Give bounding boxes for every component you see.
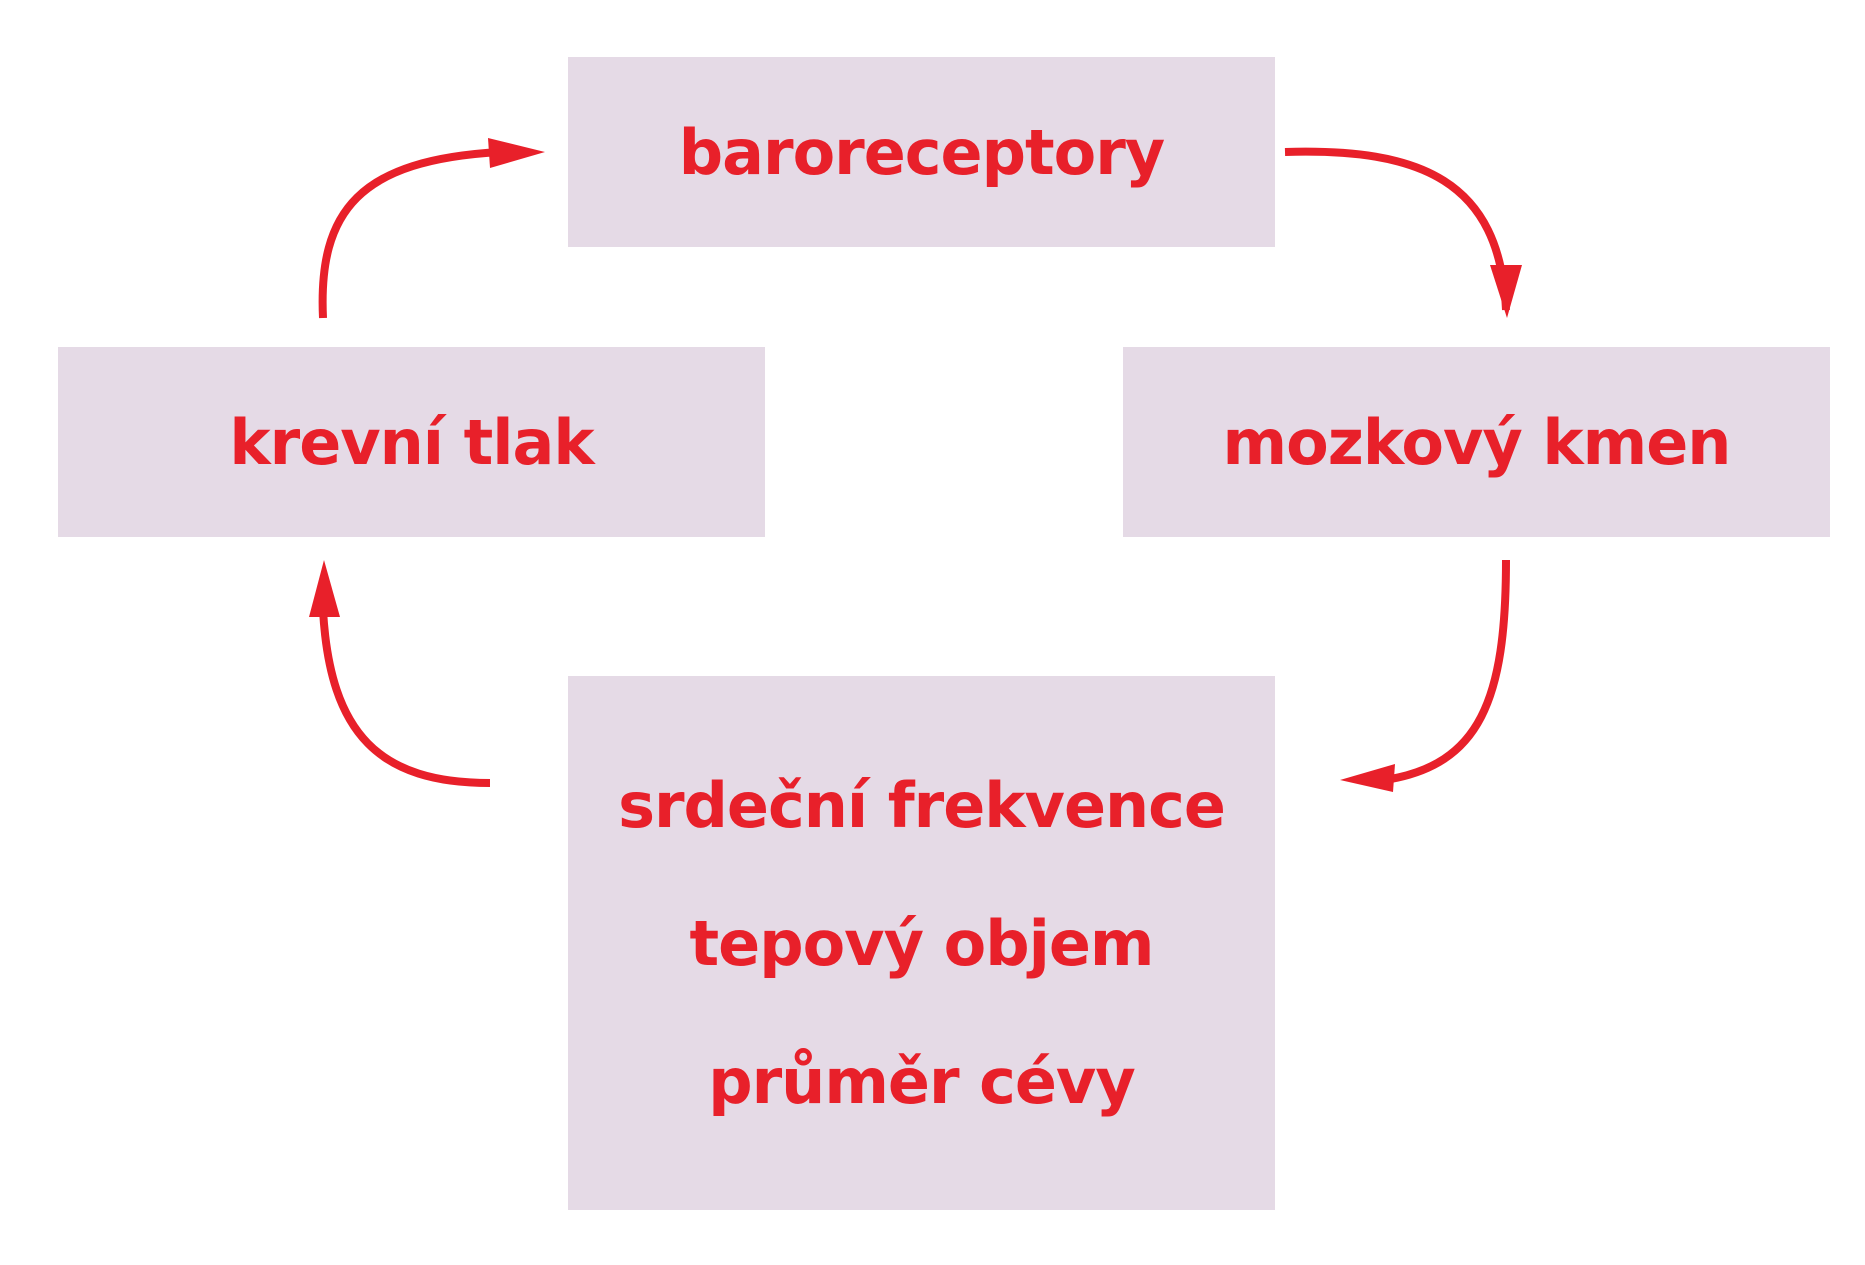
label-mozkovy-kmen: mozkový kmen xyxy=(1222,405,1732,479)
arrow-mozkovy-kmen-to-effectors xyxy=(1384,559,1510,784)
arrowhead-to-krevni-tlak xyxy=(309,560,340,617)
label-baroreceptory: baroreceptory xyxy=(678,115,1165,189)
arrow-effectors-to-krevni-tlak xyxy=(319,609,491,787)
node-krevni-tlak: krevní tlak xyxy=(58,347,765,537)
arrow-krevni-tlak-to-baroreceptory xyxy=(318,148,501,319)
arrowhead-to-mozkovy-kmen xyxy=(1490,265,1522,318)
label-tepovy-objem: tepový objem xyxy=(689,906,1155,980)
node-mozkovy-kmen: mozkový kmen xyxy=(1123,347,1830,537)
arrowhead-to-baroreceptory xyxy=(488,138,545,168)
label-krevni-tlak: krevní tlak xyxy=(229,405,594,479)
node-effectors: srdeční frekvence tepový objem průměr cé… xyxy=(568,676,1275,1210)
arrow-baroreceptory-to-mozkovy-kmen xyxy=(1284,147,1510,311)
node-baroreceptory: baroreceptory xyxy=(568,57,1275,247)
label-srdecni-frekvence: srdeční frekvence xyxy=(618,768,1226,842)
arrowhead-to-effectors xyxy=(1340,764,1395,792)
label-prumer-cevy: průměr cévy xyxy=(708,1044,1136,1118)
